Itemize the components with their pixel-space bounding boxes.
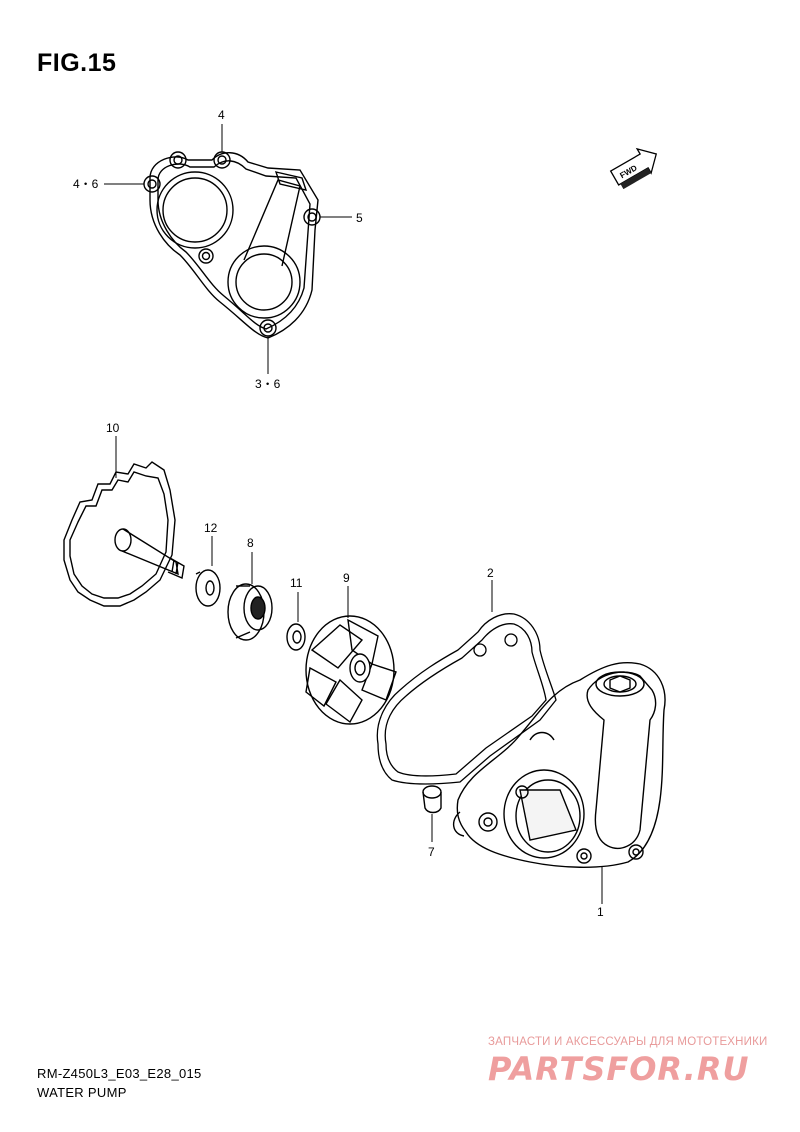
gasket-drawing xyxy=(376,613,557,785)
callout-9: 9 xyxy=(343,571,350,585)
callout-10: 10 xyxy=(106,421,120,435)
callout-7: 7 xyxy=(428,845,435,859)
washer-drawing xyxy=(195,569,221,607)
callout-4: 4 xyxy=(218,108,225,122)
fwd-arrow-icon: FWD xyxy=(609,147,658,190)
callout-3-6: 3・6 xyxy=(255,377,281,391)
callout-5: 5 xyxy=(356,211,363,225)
callout-1: 1 xyxy=(597,905,604,919)
pump-gear-drawing xyxy=(63,461,185,607)
model-code: RM-Z450L3_E03_E28_015 xyxy=(37,1066,202,1081)
small-washer-drawing xyxy=(286,623,306,651)
figure-title: FIG.15 xyxy=(37,49,117,77)
pump-cover-drawing xyxy=(143,151,321,339)
callout-11: 11 xyxy=(290,576,303,590)
dowel-pin-drawing xyxy=(422,785,442,814)
callout-12: 12 xyxy=(204,521,218,535)
callout-8: 8 xyxy=(247,536,254,550)
section-name: WATER PUMP xyxy=(37,1085,127,1100)
cover-leader-lines xyxy=(104,124,352,374)
impeller-drawing xyxy=(305,615,397,725)
callout-4-6: 4・6 xyxy=(73,177,99,191)
watermark-logo: PARTSFOR.RU xyxy=(488,1050,750,1088)
pump-case-drawing xyxy=(453,661,666,868)
callout-2: 2 xyxy=(487,566,494,580)
oil-seal-drawing xyxy=(227,583,273,641)
watermark-tagline: ЗАПЧАСТИ И АКСЕССУАРЫ ДЛЯ МОТОТЕХНИКИ xyxy=(488,1036,768,1048)
